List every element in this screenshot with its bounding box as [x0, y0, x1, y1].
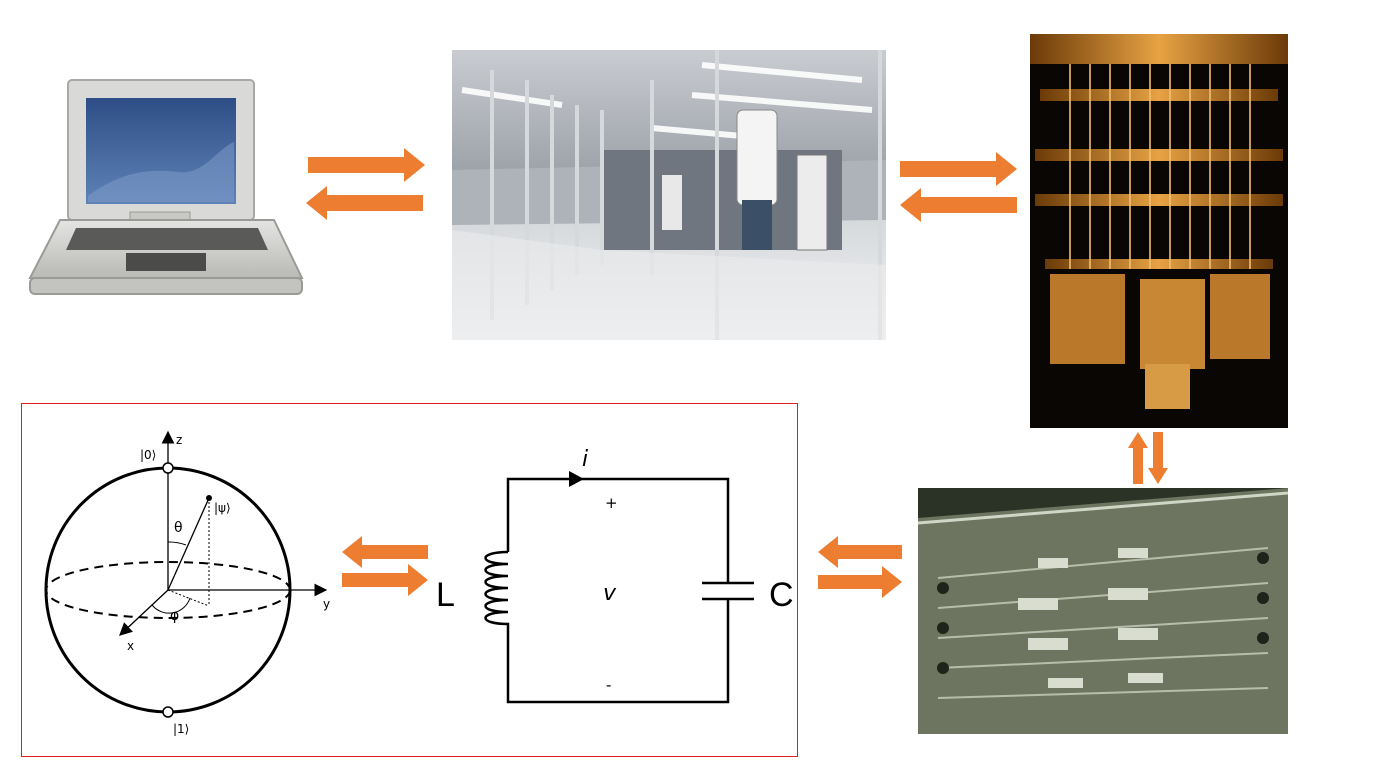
- lc-circuit-diagram: i + v - L C: [436, 447, 794, 704]
- laptop-icon: [28, 79, 304, 295]
- phi-label: φ: [170, 608, 179, 624]
- arrow-left-fridge-to-datacenter: [900, 188, 1017, 222]
- current-arrow-icon: [569, 471, 584, 487]
- capacitor-label: C: [769, 576, 794, 614]
- arrow-down-fridge-to-chip: [1148, 432, 1168, 484]
- ket0-point: [162, 462, 174, 474]
- qubit-chip-photo: [918, 488, 1288, 734]
- arrow-right-circuit-to-chip: [818, 566, 902, 598]
- theta-label: θ: [174, 520, 183, 536]
- arrow-right-bloch-to-circuit: [342, 564, 428, 596]
- arrow-up-chip-to-fridge: [1128, 432, 1148, 484]
- z-label: z: [176, 433, 182, 447]
- arrow-left-datacenter-to-laptop: [306, 186, 423, 220]
- ket1-label: |1⟩: [173, 722, 189, 736]
- x-label: x: [127, 639, 134, 653]
- bloch-sphere-diagram: z y x |0⟩ |1⟩ |ψ⟩ θ φ: [44, 430, 330, 736]
- psi-label: |ψ⟩: [214, 501, 231, 515]
- x-axis: [119, 589, 169, 636]
- physical-model-frame: [21, 403, 798, 757]
- arrow-left-chip-to-circuit: [818, 536, 902, 568]
- dilution-refrigerator-photo: [1030, 34, 1288, 428]
- arrow-right-datacenter-to-fridge: [900, 152, 1017, 186]
- datacenter-photo: [452, 50, 886, 340]
- phi-arc: [151, 597, 191, 614]
- inductor-coil: [484, 550, 510, 627]
- plus-label: +: [605, 494, 618, 512]
- voltage-label: v: [603, 581, 617, 606]
- y-label: y: [323, 597, 330, 611]
- ket1-point: [162, 706, 174, 718]
- theta-arc: [167, 541, 187, 546]
- current-label: i: [582, 447, 588, 472]
- minus-label: -: [606, 676, 611, 694]
- ket0-label: |0⟩: [140, 448, 156, 462]
- psi-vector: [167, 497, 210, 591]
- arrow-left-circuit-to-bloch: [342, 536, 428, 568]
- projection-line: [167, 589, 210, 607]
- inductor-label: L: [436, 576, 455, 614]
- circuit-wire: [506, 477, 730, 704]
- arrow-right-laptop-to-datacenter: [308, 148, 425, 182]
